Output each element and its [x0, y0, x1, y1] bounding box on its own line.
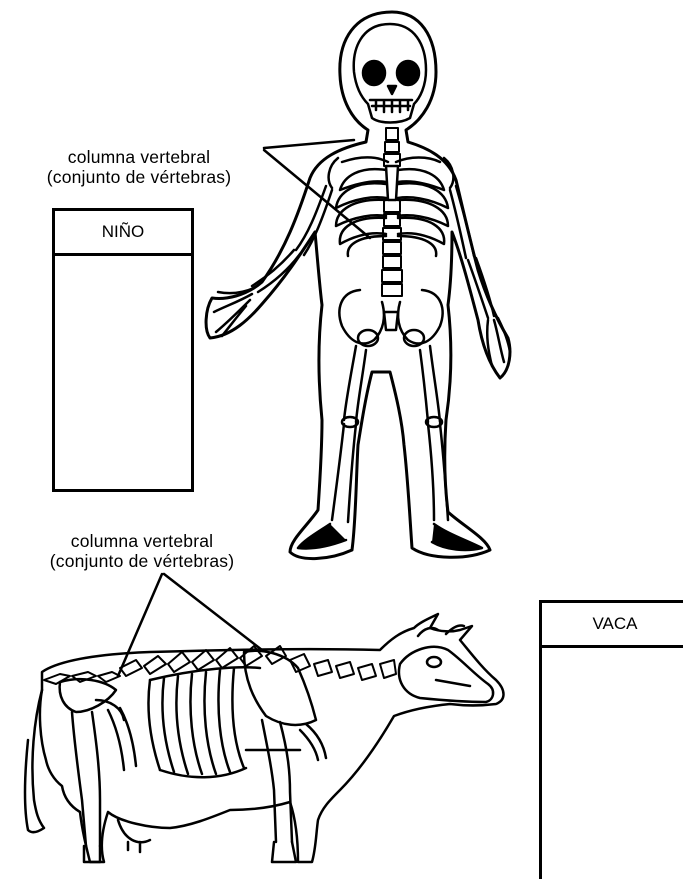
child-skeleton-figure	[206, 12, 510, 559]
cow-scapula	[244, 651, 316, 725]
child-skull	[354, 24, 426, 123]
cow-key-title: VACA	[542, 603, 683, 648]
child-key-box: NIÑO	[52, 208, 194, 492]
child-spine	[382, 128, 402, 296]
child-key-title: NIÑO	[55, 211, 191, 256]
cow-spine-label: columna vertebral (conjunto de vértebras…	[6, 531, 278, 571]
child-spine-label: columna vertebral (conjunto de vértebras…	[4, 147, 274, 187]
child-spine-label-line2: (conjunto de vértebras)	[4, 167, 274, 187]
cow-key-box: VACA	[539, 600, 683, 879]
child-leader-lines	[264, 140, 370, 238]
cow-spine-label-line2: (conjunto de vértebras)	[6, 551, 278, 571]
child-pelvis	[339, 290, 442, 346]
cow-skeleton-figure	[25, 614, 504, 862]
cow-legs	[72, 708, 326, 862]
cow-spine-label-line1: columna vertebral	[6, 531, 278, 551]
child-spine-label-line1: columna vertebral	[4, 147, 274, 167]
